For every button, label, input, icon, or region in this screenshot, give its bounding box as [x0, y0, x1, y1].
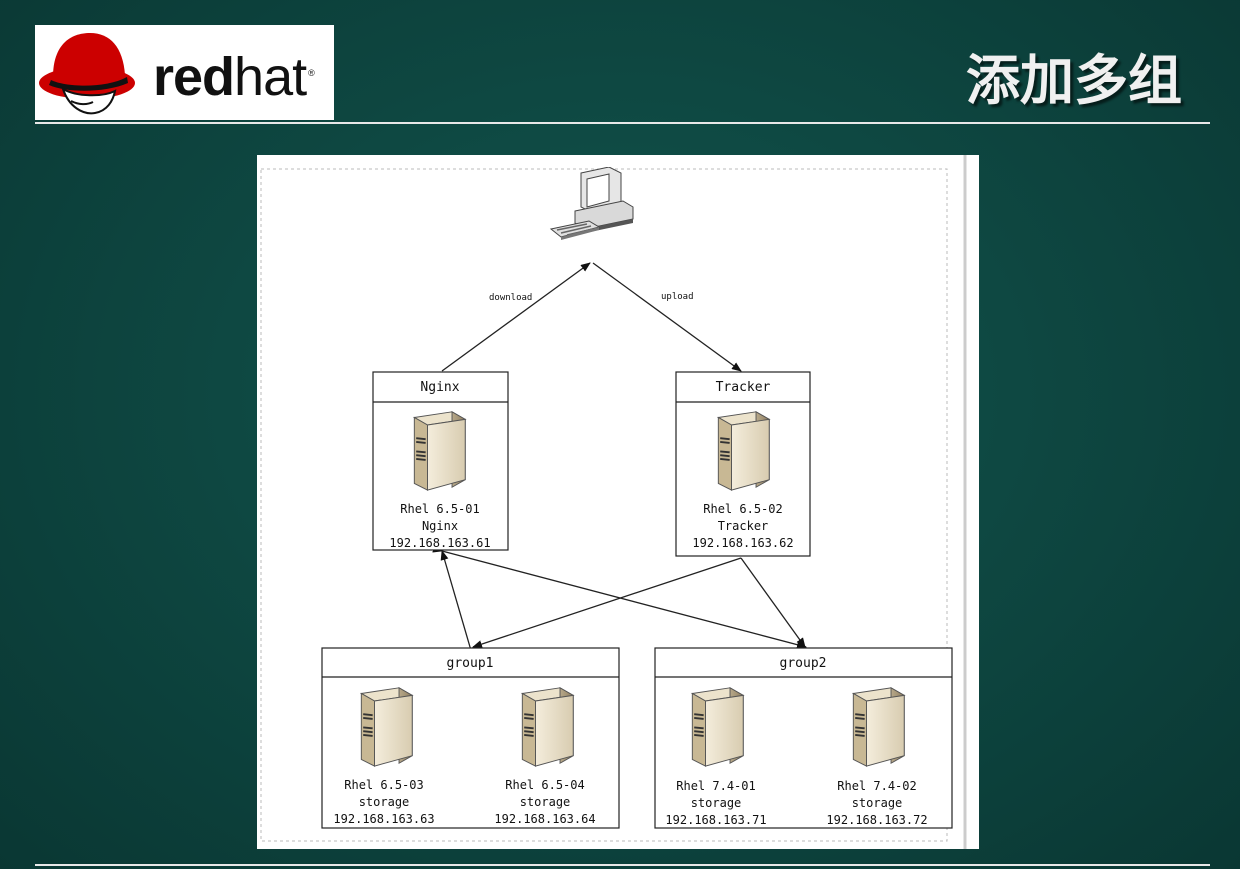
group2-server2-icon — [852, 686, 906, 767]
group2-server2-host: Rhel 7.4-02 — [837, 779, 916, 793]
architecture-diagram: download upload Nginx Rhel 6.5-01 Nginx … — [257, 155, 979, 849]
edge-tracker-group2 — [740, 557, 806, 648]
edge-upload-label: upload — [661, 292, 694, 302]
group1-server1-role: storage — [359, 795, 410, 809]
group1-server2-host: Rhel 6.5-04 — [505, 778, 584, 792]
slide-title: 添加多组 — [966, 49, 1182, 112]
nginx-ip: 192.168.163.61 — [389, 536, 490, 550]
edge-tracker-group1 — [472, 557, 742, 648]
edge-nginx-group1 — [440, 550, 477, 657]
nginx-server-icon — [413, 410, 467, 491]
group2-server1-host: Rhel 7.4-01 — [676, 779, 755, 793]
tracker-host: Rhel 6.5-02 — [703, 502, 782, 516]
group1-header: group1 — [447, 656, 494, 671]
group2-server1-ip: 192.168.163.71 — [665, 813, 766, 827]
nginx-header: Nginx — [420, 380, 459, 395]
edge-nginx-group2 — [432, 544, 807, 649]
tracker-ip: 192.168.163.62 — [692, 536, 793, 550]
nginx-node: Nginx Rhel 6.5-01 Nginx 192.168.163.61 — [372, 371, 509, 551]
edge-download-label: download — [489, 293, 532, 303]
group1-server2-role: storage — [520, 795, 571, 809]
group1-server2-icon — [521, 686, 575, 767]
tracker-node: Tracker Rhel 6.5-02 Tracker 192.168.163.… — [675, 371, 811, 557]
tracker-role: Tracker — [718, 519, 769, 533]
nginx-role: Nginx — [422, 519, 458, 533]
group2-header: group2 — [780, 656, 827, 671]
header-divider — [35, 122, 1210, 124]
group1-server1-ip: 192.168.163.63 — [333, 812, 434, 826]
edge-download — [441, 262, 591, 372]
group1-server1-icon — [360, 686, 414, 767]
nginx-host: Rhel 6.5-01 — [400, 502, 479, 516]
tracker-server-icon — [717, 410, 771, 491]
group2-server1-icon — [691, 686, 745, 767]
edge-upload — [592, 262, 742, 372]
group2-server1-role: storage — [691, 796, 742, 810]
group2-node: group2 Rhel 7.4-01 storage 192.168.163.7… — [654, 647, 953, 829]
group2-server2-role: storage — [852, 796, 903, 810]
client-computer-icon — [550, 167, 634, 241]
footer-divider — [35, 864, 1210, 866]
group1-server1-host: Rhel 6.5-03 — [344, 778, 423, 792]
tracker-header: Tracker — [716, 380, 771, 395]
redhat-logo: redhat® — [35, 25, 334, 120]
redhat-wordmark: redhat® — [153, 47, 315, 107]
redhat-shadowman-icon — [39, 33, 135, 115]
group1-node: group1 Rhel 6.5-03 storage 192.168.163.6… — [321, 647, 620, 829]
group1-server2-ip: 192.168.163.64 — [494, 812, 595, 826]
group2-server2-ip: 192.168.163.72 — [826, 813, 927, 827]
